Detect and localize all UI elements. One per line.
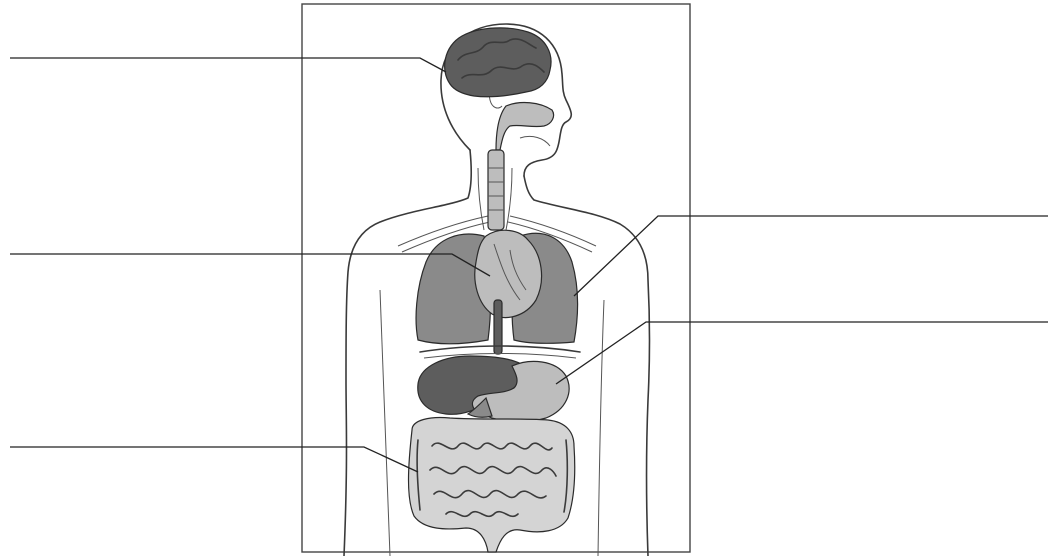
leader-heart: [10, 254, 490, 276]
brain-organ: [445, 28, 551, 97]
leader-intestines: [10, 447, 418, 472]
leader-stomach: [556, 322, 1048, 384]
airway: [478, 103, 554, 230]
leader-brain: [10, 58, 446, 72]
intestines-organ: [409, 418, 575, 553]
